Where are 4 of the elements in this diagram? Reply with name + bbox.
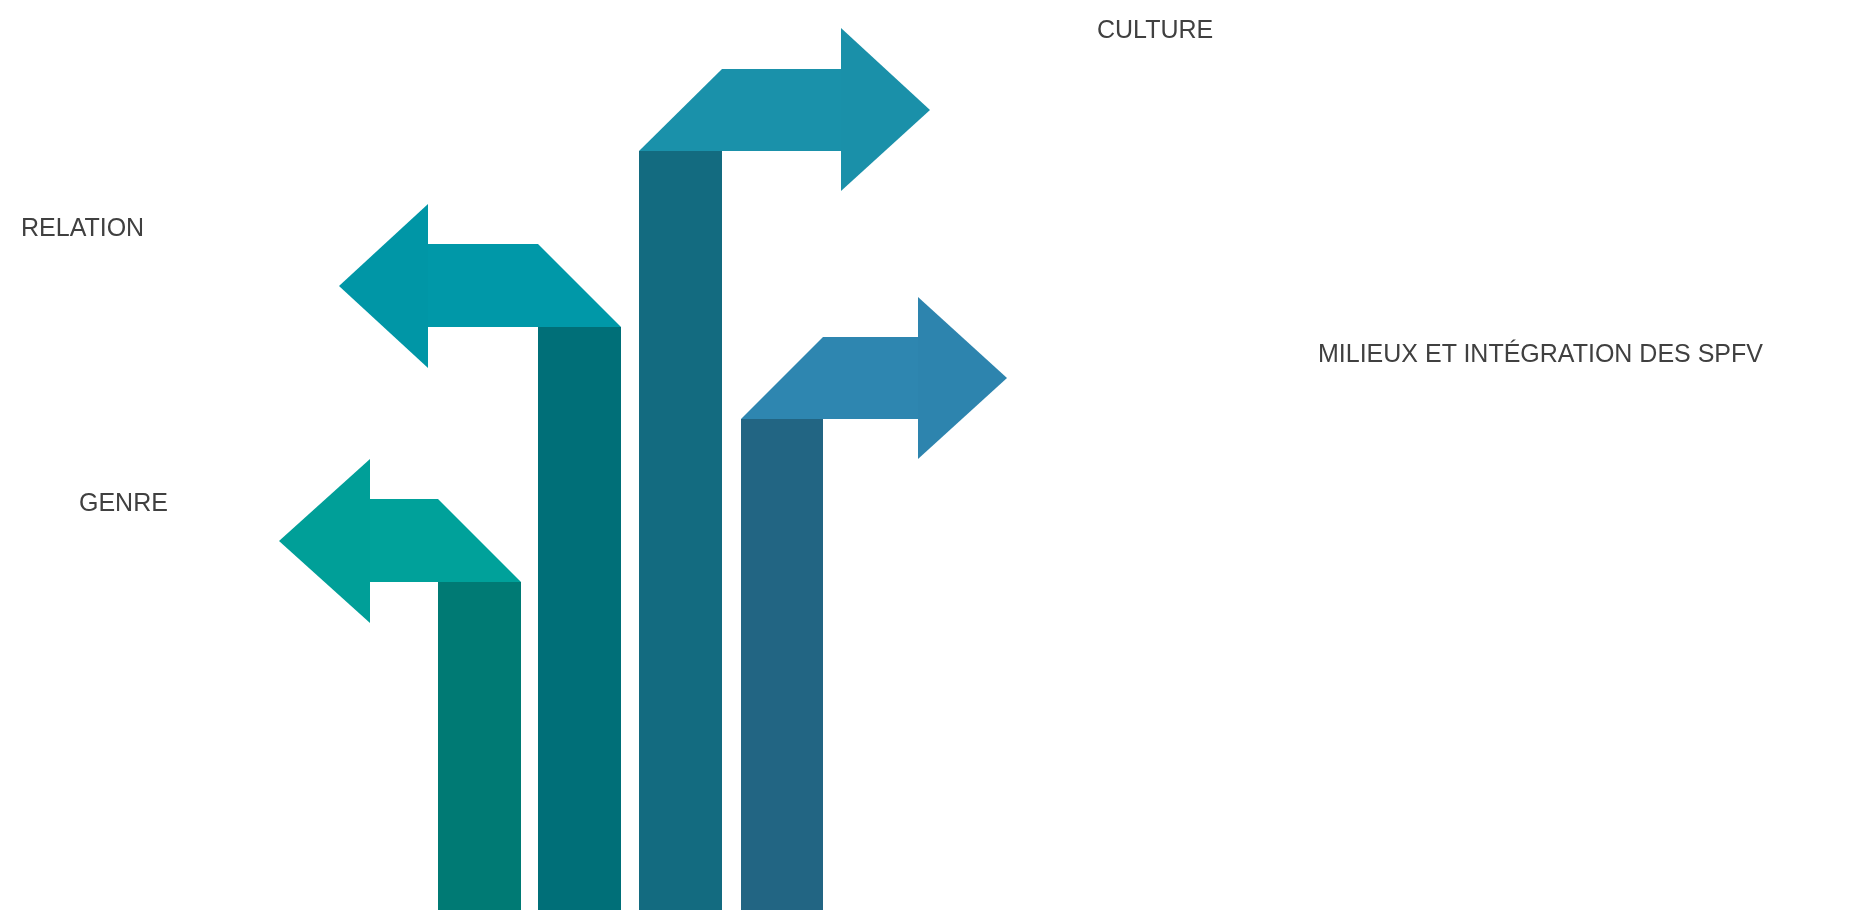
arrow-label: GENRE [79,487,168,518]
arrow-label: MILIEUX ET INTÉGRATION DES SPFV [1318,338,1763,369]
arrow-label: CULTURE [1097,14,1214,45]
arrow-label: RELATION [21,212,145,243]
